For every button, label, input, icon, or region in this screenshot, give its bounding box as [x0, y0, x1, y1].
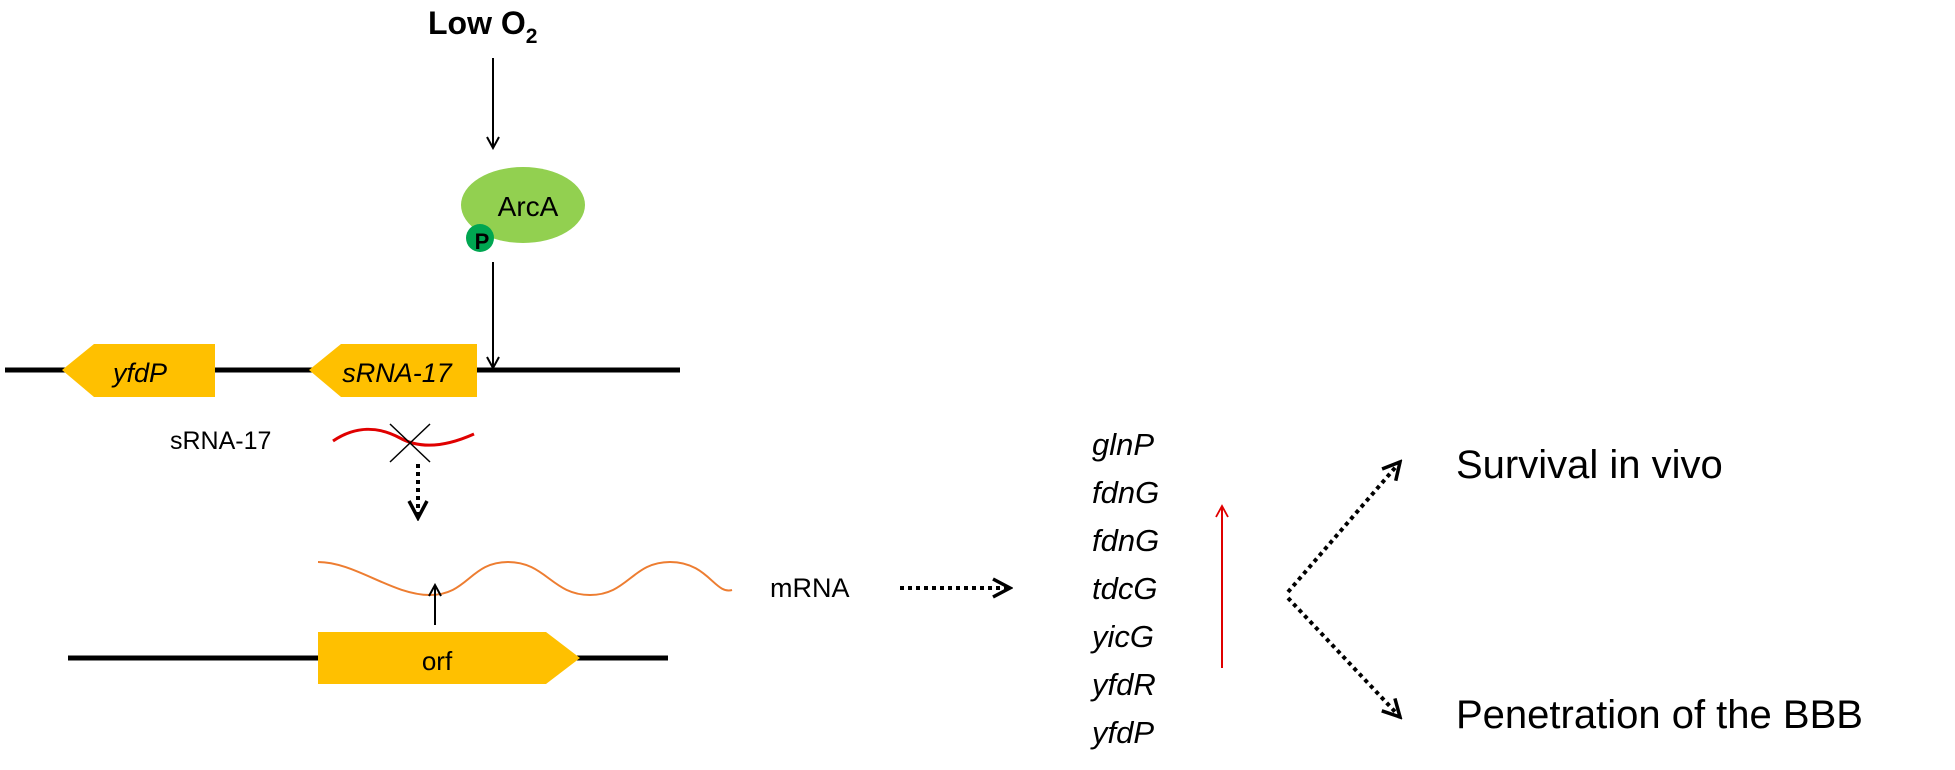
survival-outcome: Survival in vivo	[1456, 443, 1723, 487]
srna17-label: sRNA-17	[170, 427, 271, 455]
srna17-gene-label: sRNA-17	[342, 358, 453, 388]
target-gene: glnP	[1092, 427, 1154, 462]
target-gene: yicG	[1090, 619, 1154, 654]
arca-label: ArcA	[498, 191, 559, 222]
yfdp-gene	[62, 344, 215, 397]
target-gene: fdnG	[1092, 523, 1159, 558]
orf-gene	[318, 632, 580, 684]
mrna-label: mRNA	[770, 573, 850, 603]
orf-gene-label: orf	[422, 646, 453, 676]
srna17-gene	[309, 344, 477, 397]
to-penetration-dotted-arrow	[1286, 596, 1400, 717]
target-gene: yfdP	[1090, 715, 1154, 750]
phosphate-group	[466, 224, 494, 252]
arca-protein	[461, 167, 585, 243]
srna17-strand	[332, 427, 475, 447]
target-gene: fdnG	[1092, 475, 1159, 510]
cross-mark-2	[389, 423, 431, 463]
to-survival-dotted-arrow	[1286, 462, 1400, 594]
penetration-outcome: Penetration of the BBB	[1456, 693, 1863, 737]
low-oxygen-label: Low O2	[428, 5, 537, 48]
phosphate-label: P	[475, 229, 490, 254]
mrna-strand	[317, 560, 733, 597]
target-gene: yfdR	[1090, 667, 1156, 702]
target-gene: tdcG	[1092, 571, 1157, 606]
yfdp-gene-label: yfdP	[111, 358, 167, 388]
target-gene-list: glnP fdnG fdnG tdcG yicG yfdR yfdP	[1090, 427, 1159, 750]
